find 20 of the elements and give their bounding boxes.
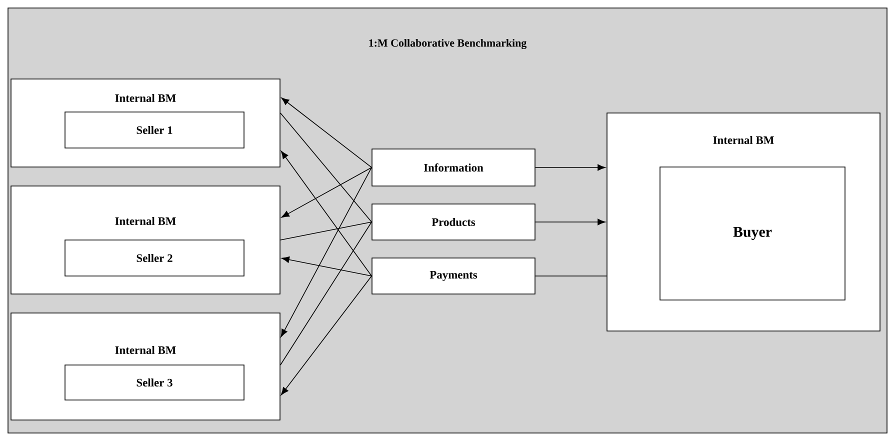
arrow: [282, 256, 372, 276]
label-box: Seller 3: [64, 364, 244, 400]
label-box: Seller 1: [64, 112, 244, 148]
heading: Internal BM: [713, 136, 774, 144]
arrow: [281, 167, 372, 218]
label-box: Seller 2: [64, 240, 244, 276]
arrow: [280, 150, 372, 276]
flow-box: Information: [372, 148, 536, 186]
arrow: [281, 98, 372, 168]
arrow: [535, 218, 606, 226]
arrow: [280, 167, 372, 337]
flow-box: Products: [372, 204, 536, 240]
heading: Internal BM: [115, 346, 176, 354]
flow-box: Payments: [372, 258, 536, 294]
arrow: [280, 276, 372, 396]
heading: Internal BM: [115, 216, 176, 226]
arrow: [535, 164, 606, 171]
heading: Internal BM: [115, 94, 176, 102]
title: 1:M Collaborative Benchmarking: [369, 39, 527, 49]
label-box: Buyer: [660, 166, 846, 300]
